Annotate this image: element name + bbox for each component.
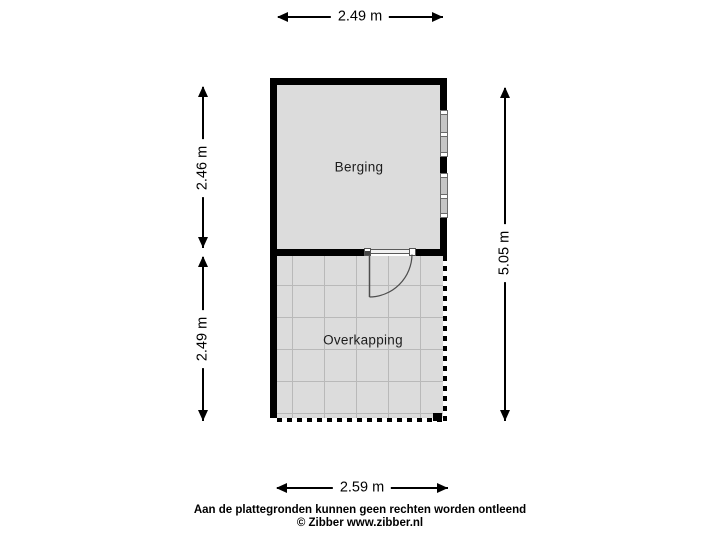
arrowhead-down-icon xyxy=(500,410,510,421)
arrowhead-left-icon xyxy=(277,12,288,22)
window-frame-post xyxy=(440,213,448,218)
dimension-value: 2.46 m xyxy=(194,138,212,198)
dimension-value: 2.49 m xyxy=(194,309,212,369)
overkapping-left-wall xyxy=(270,256,277,418)
dimension-value: 5.05 m xyxy=(496,223,514,283)
window-frame-post xyxy=(440,110,448,115)
arrowhead-up-icon xyxy=(500,87,510,98)
arrowhead-down-icon xyxy=(198,410,208,421)
berging-floor xyxy=(277,85,440,249)
arrowhead-right-icon xyxy=(432,12,443,22)
door-hinge xyxy=(365,251,370,255)
overkapping-open-edge-right xyxy=(443,256,447,422)
overkapping-floor xyxy=(277,256,443,418)
arrowhead-up-icon xyxy=(198,86,208,97)
dimension-value: 2.49 m xyxy=(330,8,390,26)
corner-post xyxy=(433,413,442,421)
room-label-overkapping: Overkapping xyxy=(323,332,403,348)
dimension-value: 2.59 m xyxy=(332,479,392,497)
window-frame-post xyxy=(440,173,448,178)
footer-copyright: © Zibber www.zibber.nl xyxy=(296,517,424,529)
window-frame-post xyxy=(440,194,448,199)
arrowhead-right-icon xyxy=(437,483,448,493)
window-icon xyxy=(440,110,448,157)
window-frame-post xyxy=(440,152,448,157)
arrowhead-up-icon xyxy=(198,256,208,267)
window-icon xyxy=(440,173,448,218)
footer-disclaimer: Aan de plattegronden kunnen geen rechten… xyxy=(193,504,527,516)
window-frame-post xyxy=(440,132,448,137)
door-threshold xyxy=(371,249,409,254)
arrowhead-left-icon xyxy=(276,483,287,493)
arrowhead-down-icon xyxy=(198,237,208,248)
overkapping-open-edge-bottom xyxy=(277,418,447,422)
room-label-berging: Berging xyxy=(334,159,384,175)
